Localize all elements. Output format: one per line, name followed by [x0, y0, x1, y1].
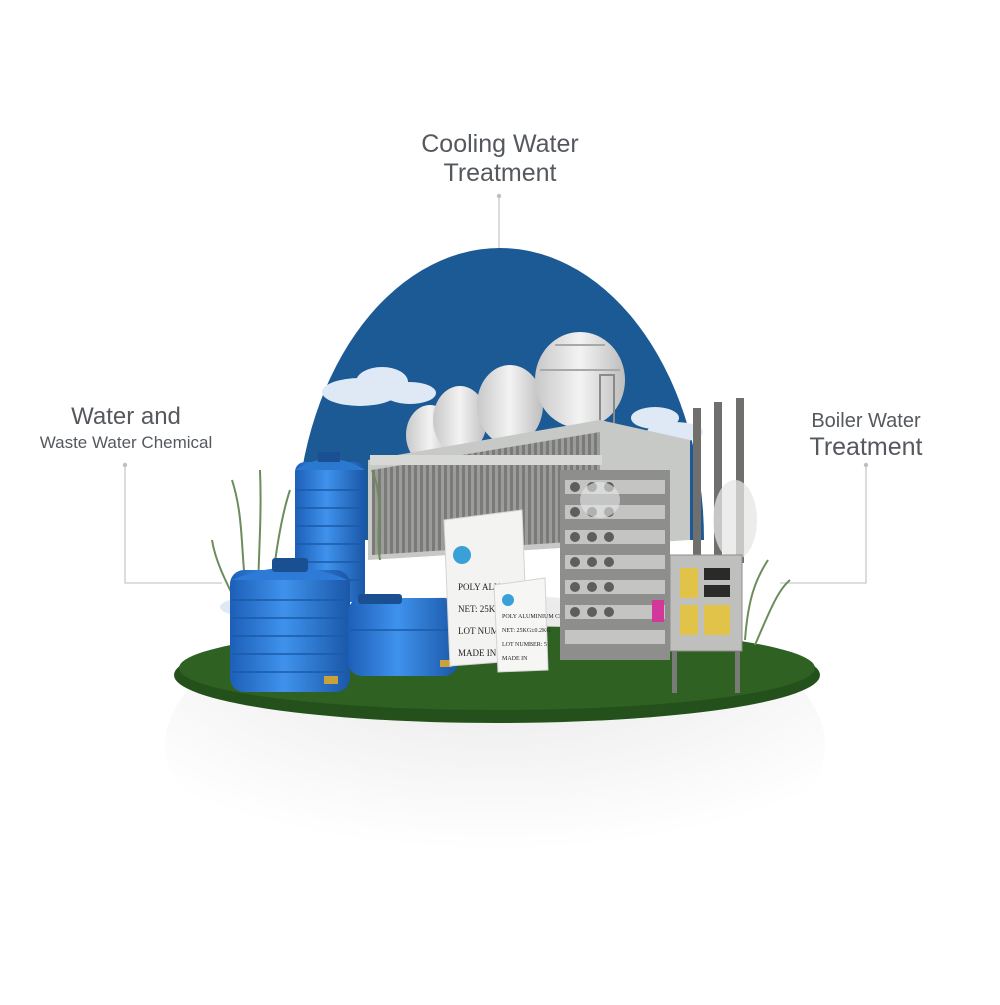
front-water-tank — [230, 558, 350, 692]
boiler-label-line-2: Treatment — [809, 433, 923, 461]
horizontal-water-tank — [348, 594, 458, 676]
control-panel — [669, 554, 743, 693]
cooling-label-line-1: Cooling Water — [421, 130, 579, 158]
cooling-tower — [368, 332, 690, 560]
connector-boiler — [780, 465, 867, 584]
boiler-water-treatment-link[interactable]: Boiler Water Treatment — [780, 410, 952, 462]
cooling-water-treatment-link[interactable]: Cooling Water Treatment — [380, 130, 620, 188]
chemical-bag-small: POLY ALUMINIUM CHLORIDE NET: 25KG±0.2KG … — [493, 577, 586, 673]
boiler-ro-rack — [560, 398, 757, 660]
bag-text: LOT NUMBER: 5 — [502, 642, 547, 648]
connector-water — [124, 465, 222, 584]
cooling-label-line-2: Treatment — [443, 158, 557, 187]
tall-water-tank — [295, 452, 365, 602]
bag-text: NET: 25KG±0.2KG — [502, 628, 551, 634]
bag-text: MADE IN — [502, 656, 528, 662]
bag-text: MADE IN — [458, 648, 497, 658]
bag-text: POLY ALUMINIUM CHLORIDE — [502, 614, 586, 620]
water-waste-water-chemical-link[interactable]: Water and Waste Water Chemical — [10, 403, 242, 452]
bag-text: LOT NUMBER: 5 — [458, 626, 526, 636]
water-label-line-2: Waste Water Chemical — [39, 432, 213, 452]
boiler-label-line-1: Boiler Water — [811, 410, 921, 432]
cloud-icon — [220, 367, 703, 615]
bag-text: NET: 25KG — [458, 604, 502, 614]
water-label-line-1: Water and — [71, 403, 181, 430]
